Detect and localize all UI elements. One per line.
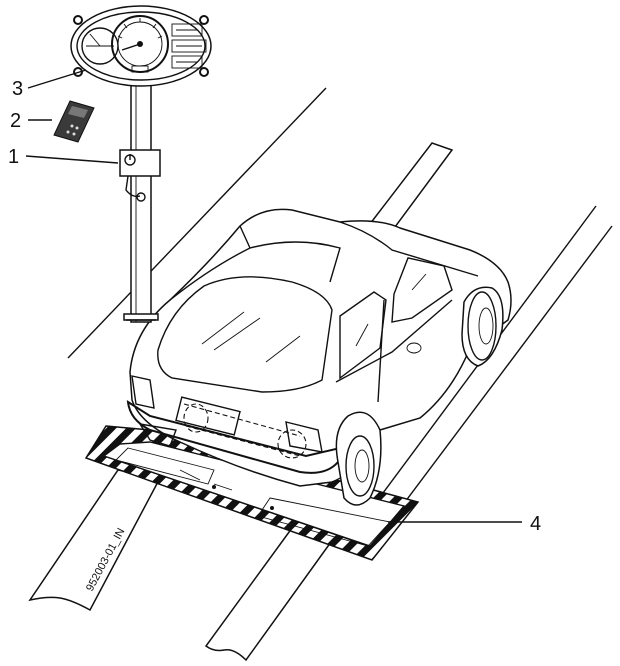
- callout-1: 1: [8, 146, 119, 168]
- remote-control: [53, 100, 95, 143]
- callout-label-1: 1: [8, 146, 19, 168]
- rear-right-strip: [204, 527, 338, 662]
- callout-3: 3: [12, 69, 87, 100]
- front-wheel: [461, 286, 504, 367]
- control-box: [119, 149, 161, 202]
- display-post: [123, 83, 159, 323]
- display-cockpit: [70, 5, 212, 87]
- rear-left-strip: [28, 469, 162, 612]
- rear-window: [157, 276, 333, 393]
- callout-4: 4: [388, 513, 541, 535]
- callout-label-3: 3: [12, 78, 23, 100]
- test-bench: [84, 425, 420, 561]
- callout-label-4: 4: [530, 513, 541, 535]
- digital-readouts: [171, 23, 207, 69]
- side-window-front: [391, 257, 453, 323]
- rear-wheel: [335, 411, 382, 506]
- speedometer-gauge: [111, 15, 169, 73]
- callout-label-2: 2: [10, 110, 21, 132]
- callout-2: 2: [10, 110, 52, 132]
- car: [126, 208, 512, 506]
